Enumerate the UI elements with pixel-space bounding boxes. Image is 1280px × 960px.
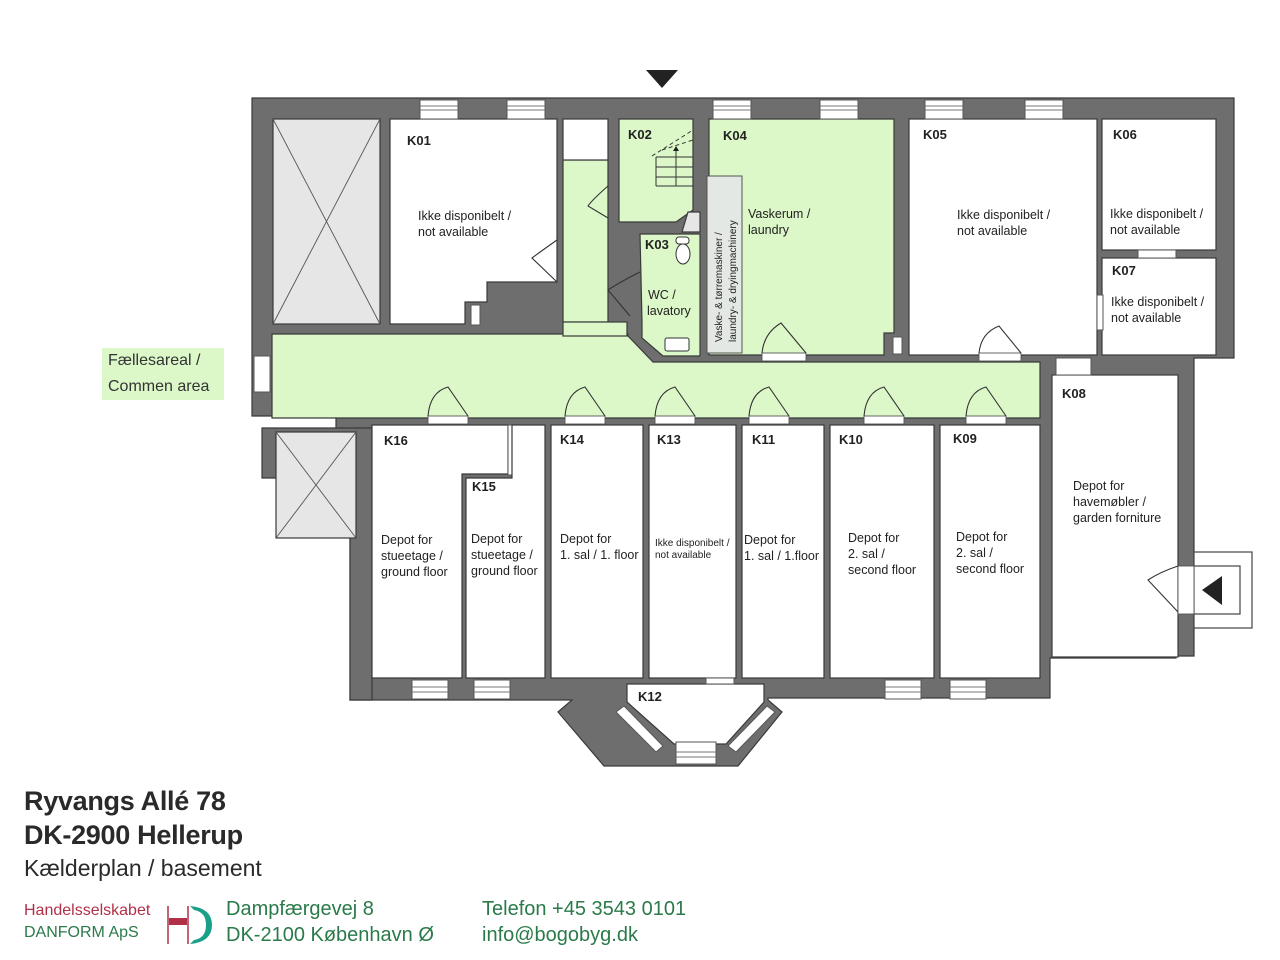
- room-k08-id: K08: [1062, 386, 1086, 401]
- sink-icon: [664, 337, 690, 352]
- common-area-legend: Fællesareal / Commen area: [102, 348, 224, 400]
- toilet-icon: [675, 236, 691, 265]
- room-k13: [648, 424, 737, 679]
- facade-windows-top: [419, 99, 1064, 120]
- room-k04-text2: laundry: [748, 223, 790, 237]
- address-city: DK-2900 Hellerup: [24, 820, 243, 850]
- room-k09-text2: 2. sal /: [956, 546, 993, 560]
- room-k16-text3: ground floor: [381, 565, 448, 579]
- room-k15: [465, 424, 546, 679]
- room-k08-text1: Depot for: [1073, 479, 1124, 493]
- room-k08-text2: havemøbler /: [1073, 495, 1146, 509]
- company-email[interactable]: info@bogobyg.dk: [482, 924, 638, 946]
- room-k15-id: K15: [472, 479, 496, 494]
- triangle-down-arrow-icon: [646, 70, 678, 88]
- room-k11-id: K11: [752, 432, 775, 447]
- plan-subtitle: Kælderplan / basement: [24, 855, 262, 881]
- company-footer: Handelsselskabet DANFORM ApS Dampfærgeve…: [24, 896, 744, 952]
- room-k03: [639, 233, 701, 357]
- common-area-corridor: [271, 333, 1041, 419]
- hall-green-left: [562, 159, 609, 323]
- room-k01-text1: Ikke disponibelt /: [418, 209, 512, 223]
- room-k10-text2: 2. sal /: [848, 547, 885, 561]
- room-k03-text2: lavatory: [647, 304, 692, 318]
- room-k12: [626, 683, 765, 745]
- room-k07: [1101, 257, 1217, 356]
- room-k16-id: K16: [384, 433, 408, 448]
- room-k16-text1: Depot for: [381, 533, 432, 547]
- room-k13-id: K13: [657, 432, 681, 447]
- room-k11-text1: Depot for: [744, 533, 795, 547]
- common-area-legend-line2: Commen area: [108, 378, 210, 395]
- room-k09-text1: Depot for: [956, 530, 1007, 544]
- company-address-line1: Dampfærgevej 8: [226, 898, 374, 920]
- room-k13-text2: not available: [655, 550, 712, 561]
- room-k04: [708, 118, 895, 356]
- room-k07-text1: Ikke disponibelt /: [1111, 295, 1205, 309]
- room-k08: [1051, 374, 1179, 658]
- room-k14: [550, 424, 644, 679]
- room-k08-text3: garden forniture: [1073, 511, 1161, 525]
- stairs-icon: [651, 129, 694, 187]
- room-k01-text2: not available: [418, 225, 488, 239]
- room-k01-id: K01: [407, 133, 431, 148]
- room-k11: [741, 424, 825, 679]
- room-k06-text1: Ikke disponibelt /: [1110, 207, 1204, 221]
- room-k15-text1: Depot for: [471, 532, 522, 546]
- facade-windows-bottom: [411, 679, 987, 700]
- room-k07-text2: not available: [1111, 311, 1181, 325]
- bay-windows: [615, 705, 776, 765]
- room-k10-id: K10: [839, 432, 863, 447]
- triangle-left-arrow-icon: [1202, 576, 1222, 605]
- danform-logo-icon: [167, 906, 212, 944]
- room-k05-id: K05: [923, 127, 947, 142]
- room-k13-text1: Ikke disponibelt /: [655, 538, 730, 549]
- machines-text2: laundry- & dryingmachinery: [728, 220, 739, 342]
- room-k05-text2: not available: [957, 224, 1027, 238]
- room-k03-text1: WC /: [648, 288, 676, 302]
- room-k07-id: K07: [1112, 263, 1136, 278]
- washing-machines-strip: [706, 175, 743, 354]
- room-k09: [939, 424, 1041, 679]
- doors-upper: [531, 185, 1022, 362]
- room-k04-id: K04: [723, 128, 748, 143]
- room-k05: [908, 118, 1098, 356]
- company-name-line1: Handelsselskabet: [24, 902, 151, 919]
- company-name-line2: DANFORM ApS: [24, 924, 139, 941]
- room-k09-text3: second floor: [956, 562, 1024, 576]
- room-k10: [829, 424, 935, 679]
- room-k16-text2: stueetage /: [381, 549, 443, 563]
- room-k09-id: K09: [953, 431, 977, 446]
- room-k02-id: K02: [628, 127, 652, 142]
- room-k06-text2: not available: [1110, 223, 1180, 237]
- doors-lower: [427, 386, 1007, 425]
- company-phone[interactable]: Telefon +45 3543 0101: [482, 898, 687, 920]
- room-k06: [1101, 118, 1217, 251]
- address-street: Ryvangs Allé 78: [24, 786, 226, 816]
- room-k15-text3: ground floor: [471, 564, 538, 578]
- hall-white-top: [562, 118, 609, 161]
- room-k01: [389, 118, 558, 325]
- room-k05-text1: Ikke disponibelt /: [957, 208, 1051, 222]
- common-area-legend-line1: Fællesareal /: [108, 352, 201, 369]
- room-k11-text2: 1. sal / 1.floor: [744, 549, 819, 563]
- room-k10-text3: second floor: [848, 563, 916, 577]
- room-k15-text2: stueetage /: [471, 548, 533, 562]
- room-k12-id: K12: [638, 689, 662, 704]
- room-k06-id: K06: [1113, 127, 1137, 142]
- room-k14-id: K14: [560, 432, 585, 447]
- room-k14-text1: Depot for: [560, 532, 611, 546]
- company-address-line2: DK-2100 København Ø: [226, 924, 434, 946]
- title-block: Ryvangs Allé 78 DK-2900 Hellerup Kælderp…: [24, 784, 262, 884]
- room-k10-text1: Depot for: [848, 531, 899, 545]
- machines-text1: Vaske- & tørremaskiner /: [714, 232, 725, 342]
- room-k04-text1: Vaskerum /: [748, 207, 811, 221]
- room-k03-id: K03: [645, 237, 669, 252]
- room-k14-text2: 1. sal / 1. floor: [560, 548, 639, 562]
